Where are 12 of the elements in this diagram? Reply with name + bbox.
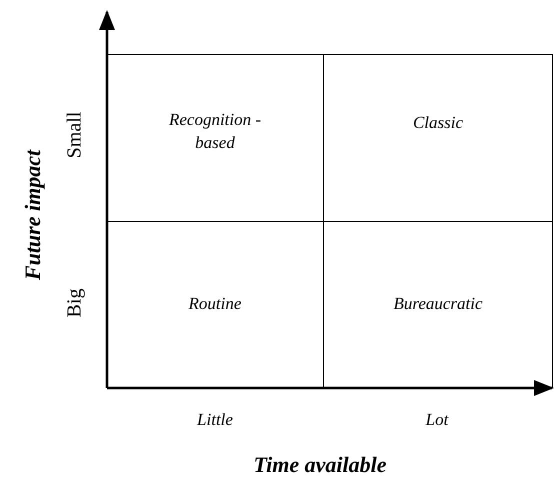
quadrant-cell — [323, 54, 553, 221]
axis-tick-label: Lot — [426, 410, 448, 430]
quadrant-label: Recognition -based — [168, 109, 262, 154]
quadrant-label: Bureaucratic — [393, 293, 483, 316]
axis-title: Future impact — [20, 150, 46, 280]
quadrant-label: Classic — [412, 112, 464, 134]
axis-title: Time available — [254, 452, 386, 478]
axis-tick-label: Small — [64, 112, 86, 158]
axis-tick-label: Big — [64, 288, 86, 318]
axis-tick-label: Little — [197, 410, 233, 430]
quadrant-label: Routine — [188, 293, 242, 316]
quadrant-cell — [323, 221, 553, 388]
